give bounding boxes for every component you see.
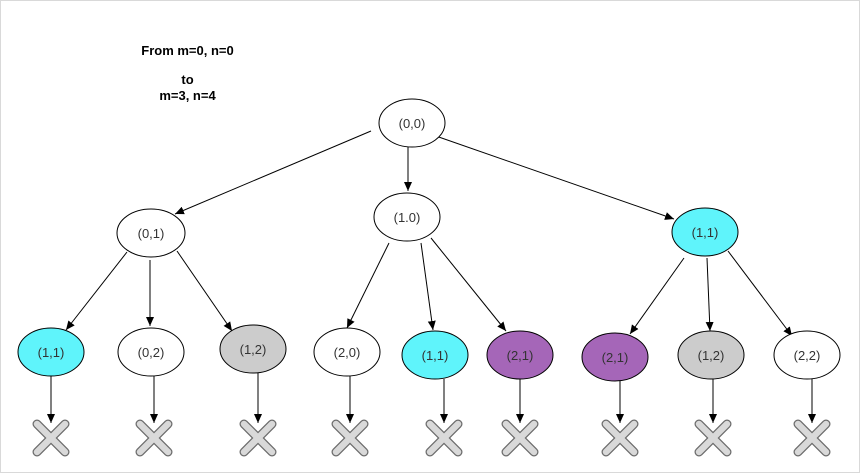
edge-arrow	[430, 237, 507, 332]
node-label: (1,1)	[422, 348, 449, 363]
node-ellipse	[378, 98, 446, 148]
node-l2-9: (2,2)	[773, 330, 841, 380]
node-ellipse	[117, 327, 185, 377]
x-cross-icon	[425, 419, 463, 457]
node-label: (2,1)	[602, 350, 629, 365]
node-ellipse	[677, 330, 745, 380]
node-l2-6: (2,1)	[486, 330, 554, 380]
node-l1-mid: (1.0)	[373, 192, 441, 242]
x-cross-icon	[793, 419, 831, 457]
node-label: (2,1)	[507, 348, 534, 363]
node-ellipse	[373, 192, 441, 242]
node-label: (2,0)	[334, 345, 361, 360]
x-cross-icon	[601, 419, 639, 457]
node-label: (0,2)	[138, 345, 165, 360]
x-cross-icon	[501, 419, 539, 457]
node-label: (1.0)	[394, 210, 421, 225]
x-cross-icon	[135, 419, 173, 457]
node-ellipse	[773, 330, 841, 380]
node-l2-1: (1,1)	[17, 327, 85, 377]
node-l2-7: (2,1)	[581, 332, 649, 382]
node-label: (1,2)	[698, 348, 725, 363]
edge-arrow	[346, 242, 390, 329]
edge-arrow	[176, 250, 233, 332]
edge-arrow	[727, 250, 793, 337]
edge-arrow	[65, 251, 128, 331]
node-l2-8: (1,2)	[677, 330, 745, 380]
x-cross-icon	[32, 419, 70, 457]
node-label: (1,1)	[38, 345, 65, 360]
node-l2-5: (1,1)	[401, 330, 469, 380]
caption-to: to	[181, 72, 194, 87]
edge-arrow	[432, 134, 675, 220]
node-ellipse	[313, 327, 381, 377]
node-label: (1,1)	[692, 225, 719, 240]
x-cross-icon	[331, 419, 369, 457]
node-ellipse	[401, 330, 469, 380]
node-label: (1,2)	[240, 342, 267, 357]
edge-arrow	[420, 242, 436, 331]
edge-arrow	[174, 130, 372, 215]
node-ellipse	[671, 207, 739, 257]
x-cross-icon	[694, 419, 732, 457]
caption-from: From m=0, n=0	[141, 43, 234, 58]
node-l2-4: (2,0)	[313, 327, 381, 377]
node-l1-left: (0,1)	[116, 208, 186, 258]
node-root: (0,0)	[378, 98, 446, 148]
node-label: (0,0)	[399, 116, 426, 131]
node-ellipse	[219, 324, 287, 374]
node-l2-3: (1,2)	[219, 324, 287, 374]
node-label: (2,2)	[794, 348, 821, 363]
node-ellipse	[581, 332, 649, 382]
caption-target: m=3, n=4	[159, 88, 216, 103]
node-label: (0,1)	[138, 226, 165, 241]
edge-arrow	[705, 257, 714, 332]
edge-arrow	[629, 257, 685, 335]
node-l1-right: (1,1)	[671, 207, 739, 257]
x-cross-icon	[239, 419, 277, 457]
node-l2-2: (0,2)	[117, 327, 185, 377]
node-ellipse	[116, 208, 186, 258]
